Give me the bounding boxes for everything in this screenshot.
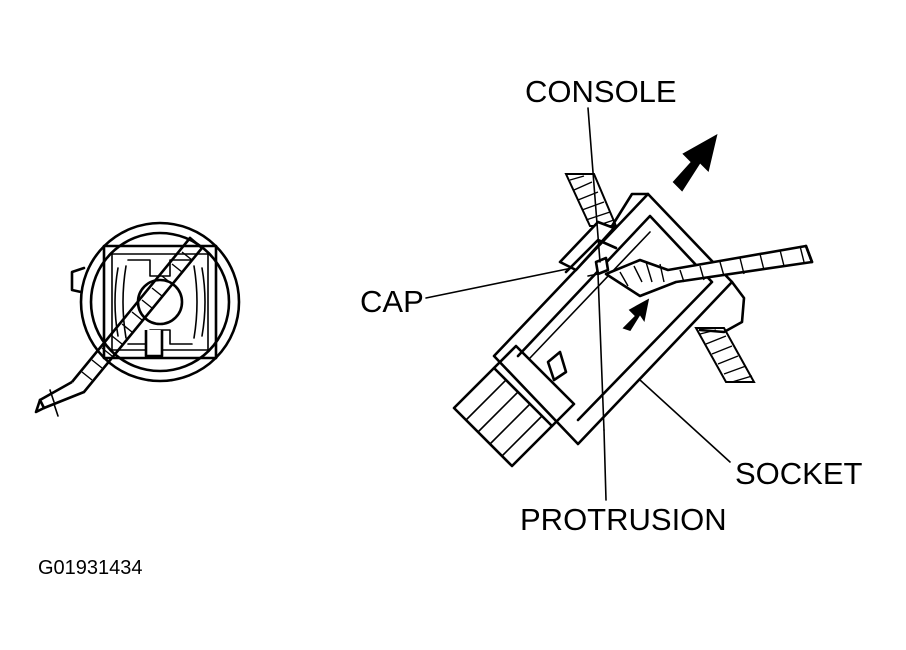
protrusion-leader (603, 429, 607, 501)
screwdriver-tip (70, 236, 204, 394)
connector-plug (452, 344, 576, 468)
socket-label: SOCKET (735, 456, 863, 491)
protrusion-label: PROTRUSION (520, 502, 727, 537)
console-wall-upper (564, 173, 618, 227)
cap-label: CAP (360, 284, 424, 319)
push-direction-arrow (622, 298, 650, 331)
socket-leader (639, 379, 731, 463)
console-label: CONSOLE (525, 74, 677, 109)
protrusion (594, 256, 610, 276)
cap-leader (425, 267, 573, 299)
console-wall-lower (694, 327, 756, 383)
figure-code: G01931434 (38, 557, 143, 579)
screwdriver (604, 244, 814, 298)
pull-direction-arrow (672, 134, 718, 192)
socket-front-view (34, 221, 241, 417)
socket-side-view (425, 107, 814, 501)
console-leader (587, 107, 601, 263)
